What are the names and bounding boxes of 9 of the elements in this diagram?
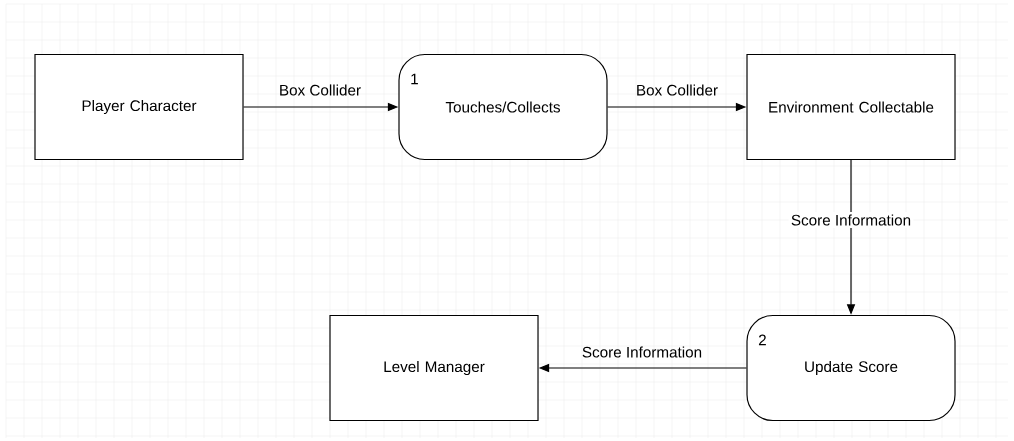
entity-box: Environment Collectable	[746, 53, 956, 161]
edge-label: Box Collider	[280, 84, 361, 96]
process-box: Touches/Collects 1	[398, 53, 608, 161]
process-box: Update Score 2	[746, 314, 956, 422]
edge-label: Score Information	[582, 346, 702, 358]
edge-label: Box Collider	[637, 84, 718, 96]
entity-box: Player Character	[34, 53, 244, 161]
entity-box: Level Manager	[329, 314, 539, 422]
edge-label: Score Information	[788, 212, 914, 228]
